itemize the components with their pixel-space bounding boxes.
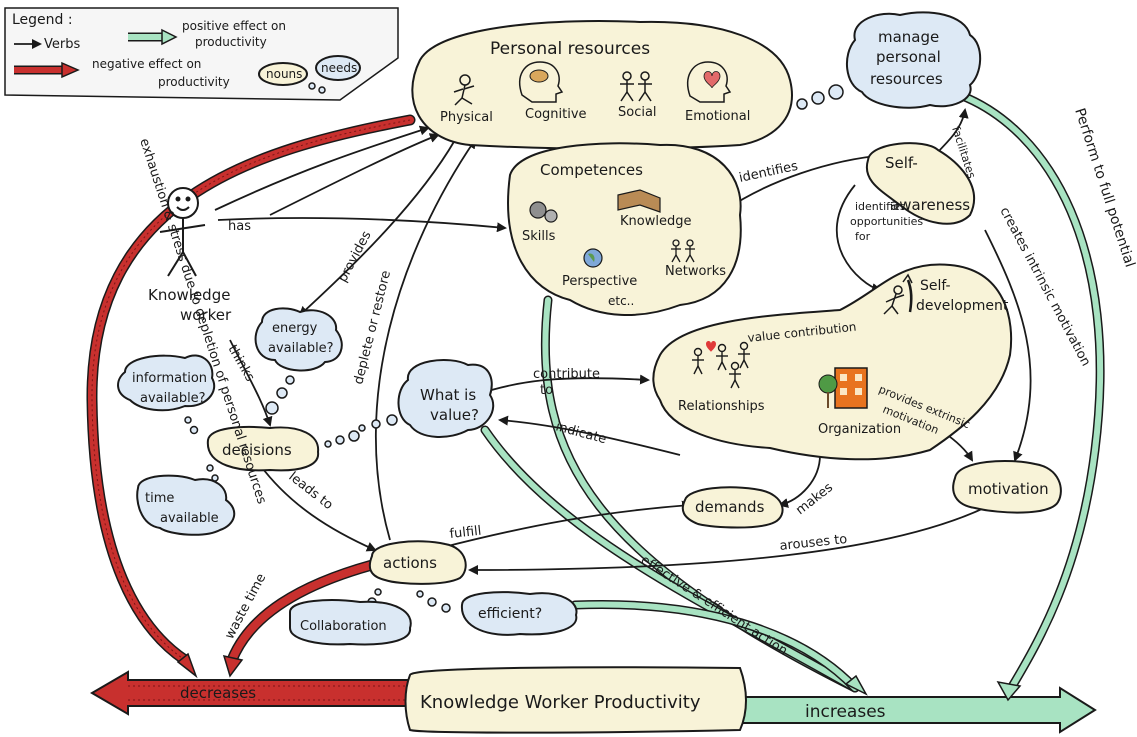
- label-identifies-opp-3: for: [855, 230, 871, 243]
- label-identifies-opp-1: identifies: [855, 200, 906, 213]
- decreases-arrow: [90, 670, 411, 716]
- legend: Legend : Verbs positive effect on produc…: [4, 7, 399, 101]
- self-awareness-label-2: awareness: [890, 196, 970, 214]
- self-development-label-1: Self-: [920, 278, 951, 294]
- time-label-1: time: [145, 491, 174, 506]
- skills-icon: [529, 201, 558, 223]
- motivation-label: motivation: [968, 480, 1049, 498]
- legend-positive-2: productivity: [195, 35, 267, 49]
- knowledge-worker-label-1: Knowledge: [148, 286, 230, 304]
- legend-negative-1: negative effect on: [92, 57, 201, 71]
- organization-label: Organization: [818, 422, 901, 437]
- networks-icon: [671, 239, 695, 263]
- increases-arrow: [739, 686, 1097, 734]
- motivation-node: motivation: [952, 459, 1062, 514]
- demands-node: demands: [681, 486, 784, 529]
- legend-verbs: Verbs: [44, 37, 80, 52]
- legend-needs: needs: [321, 61, 357, 75]
- perform-arrow: [955, 90, 1105, 702]
- perspective-icon: [583, 248, 603, 268]
- efficient-node: efficient?: [460, 591, 578, 636]
- organization-icon: [818, 367, 868, 409]
- knowledge-worker-figure: Knowledge worker: [148, 187, 232, 324]
- competences-title: Competences: [540, 161, 643, 179]
- collaboration-node: Collaboration: [289, 599, 412, 646]
- exhaustion-arrow: [86, 114, 416, 679]
- legend-negative-2: productivity: [158, 75, 230, 89]
- legend-nouns: nouns: [266, 67, 302, 81]
- personal-resources-node: Personal resources Physical Cognitive So…: [411, 20, 793, 150]
- efficient-label: efficient?: [478, 606, 542, 622]
- energy-label-1: energy: [272, 321, 318, 336]
- manage-label-1: manage: [878, 28, 939, 46]
- physical-icon: [453, 74, 475, 106]
- label-provides: provides: [335, 229, 374, 285]
- thought-bubbles-resources: [796, 84, 844, 110]
- demands-label: demands: [695, 498, 765, 516]
- legend-title: Legend :: [12, 12, 73, 28]
- what-is-value-node: What is value?: [358, 359, 495, 438]
- time-label-2: available: [160, 511, 219, 526]
- waste-time-arrow: [222, 559, 378, 678]
- self-development-label-2: development: [916, 298, 1009, 314]
- skills-label: Skills: [522, 229, 556, 244]
- self-awareness-label-1: Self-: [885, 154, 918, 172]
- collaboration-label: Collaboration: [300, 619, 387, 634]
- knowledge-icon: [617, 189, 661, 213]
- time-available-node: time available: [136, 464, 236, 536]
- emotional-icon: [687, 61, 732, 103]
- decreases-label: decreases: [180, 684, 256, 702]
- cognitive-label: Cognitive: [525, 107, 587, 122]
- self-development-icon: [883, 273, 913, 315]
- label-contribute-2: to: [540, 383, 553, 398]
- value-label-1: What is: [420, 386, 476, 404]
- manage-label-3: resources: [870, 70, 943, 88]
- label-contribute-1: contribute: [533, 367, 600, 382]
- knowledge-worker-label-2: worker: [180, 306, 232, 324]
- effective-action-arrow: [480, 295, 868, 696]
- social-label: Social: [618, 105, 657, 120]
- label-arouses: arouses to: [779, 532, 848, 554]
- social-icon: [620, 71, 652, 102]
- label-leads-to: leads to: [286, 469, 336, 513]
- emotional-label: Emotional: [685, 109, 750, 124]
- cognitive-icon: [519, 61, 564, 103]
- productivity-node: Knowledge Worker Productivity: [404, 666, 747, 734]
- information-label-2: available?: [140, 391, 206, 406]
- manage-personal-resources-node: manage personal resources: [845, 11, 982, 109]
- label-identifies: identifies: [738, 159, 800, 186]
- physical-label: Physical: [440, 110, 493, 125]
- decisions-label: decisions: [222, 441, 292, 459]
- actions-label: actions: [383, 554, 437, 572]
- decisions-node: decisions: [206, 425, 360, 472]
- label-fulfill: fulfill: [449, 524, 482, 542]
- value-label-2: value?: [430, 406, 479, 424]
- knowledge-label: Knowledge: [620, 214, 691, 229]
- self-awareness-node: Self- awareness: [865, 142, 976, 225]
- energy-available-node: energy available?: [254, 307, 343, 415]
- increases-label: increases: [805, 702, 886, 722]
- label-makes: makes: [793, 480, 836, 518]
- label-has: has: [228, 219, 251, 234]
- perspective-label: Perspective: [562, 274, 637, 289]
- relationships-icon: [692, 341, 750, 389]
- competences-node: Competences Skills Knowledge Perspective…: [507, 142, 742, 317]
- etc-label: etc..: [608, 294, 634, 308]
- label-identifies-opp-2: opportunities: [850, 215, 923, 228]
- relationships-label: Relationships: [678, 399, 765, 414]
- stick-figure-icon: [159, 187, 206, 277]
- energy-label-2: available?: [268, 341, 334, 356]
- networks-label: Networks: [665, 264, 726, 279]
- information-available-node: information available?: [117, 354, 215, 435]
- label-deplete: deplete or restore: [351, 269, 394, 386]
- information-label-1: information: [132, 371, 207, 386]
- personal-resources-title: Personal resources: [490, 39, 650, 59]
- legend-positive-1: positive effect on: [182, 19, 286, 33]
- value-contribution-node: Relationships Organization Self- develop…: [652, 263, 1013, 461]
- manage-label-2: personal: [876, 48, 941, 66]
- productivity-label: Knowledge Worker Productivity: [420, 692, 701, 713]
